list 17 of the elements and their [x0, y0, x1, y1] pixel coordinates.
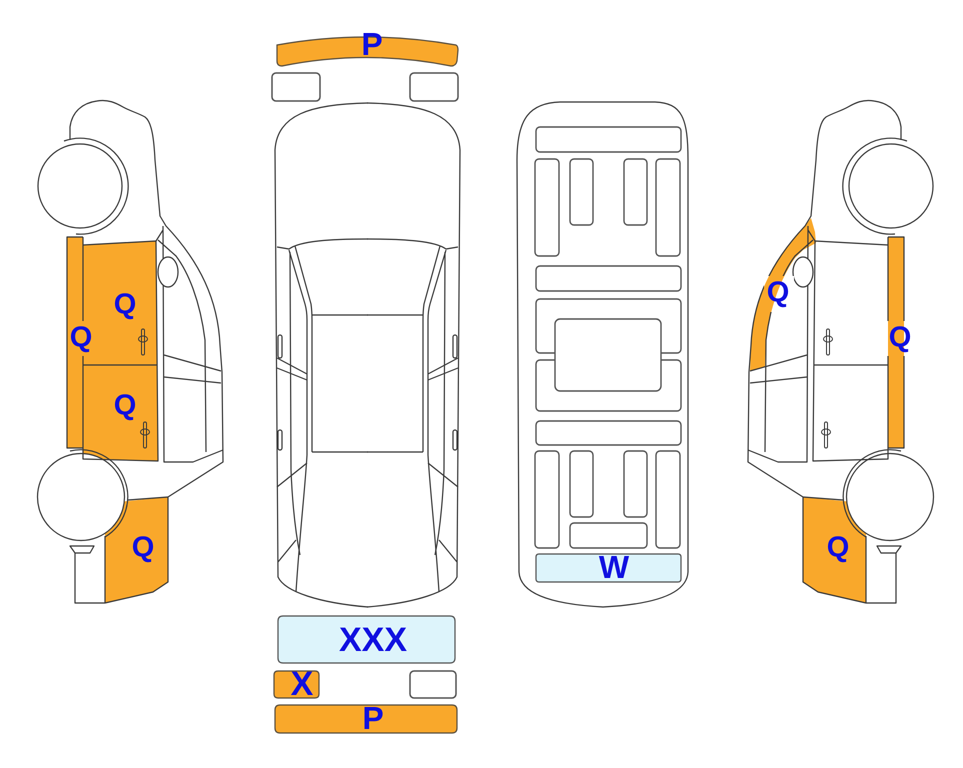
small-part-panel — [273, 670, 320, 699]
damage-code: W — [598, 551, 630, 583]
underbody-panel — [535, 553, 682, 583]
rear-window-panel — [277, 615, 456, 664]
damage-code: Q — [70, 324, 92, 352]
damage-code: Q — [114, 392, 136, 420]
rear-bumper-panel — [274, 704, 458, 734]
rear-door-panel — [83, 365, 159, 462]
damage-code: Q — [826, 534, 850, 562]
damage-code: Q — [132, 534, 154, 562]
damage-code: P — [361, 28, 383, 60]
damage-code: P — [362, 702, 384, 734]
damage-code: Q — [114, 290, 136, 320]
damage-code: X — [290, 667, 314, 701]
rear-quarter-panel — [104, 496, 169, 604]
damage-code: XXX — [338, 623, 408, 657]
rear-quarter-panel — [802, 496, 867, 604]
